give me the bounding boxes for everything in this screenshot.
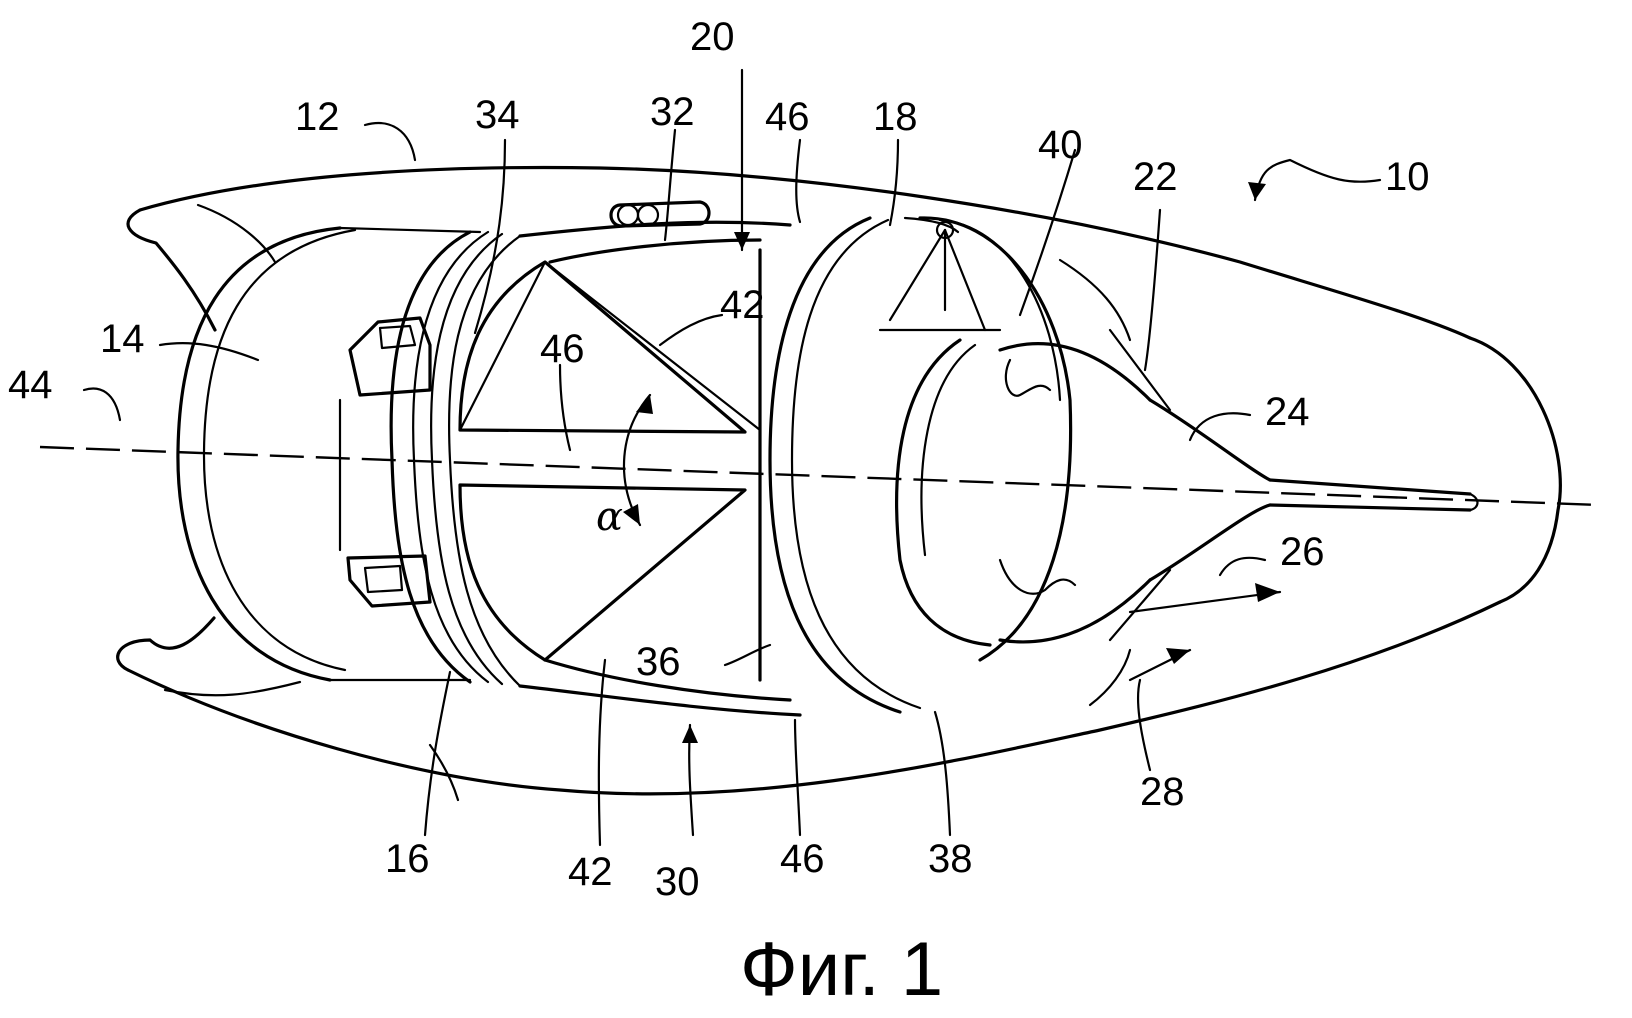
- label-46-bottom: 46: [780, 837, 825, 881]
- label-22: 22: [1133, 155, 1178, 199]
- label-14: 14: [100, 317, 145, 361]
- angle-arrow-bottom: [623, 504, 640, 525]
- figure-caption: Фиг. 1: [740, 927, 943, 1012]
- rings: [768, 216, 1073, 714]
- label-12: 12: [295, 95, 340, 139]
- label-42-lower: 42: [568, 850, 613, 894]
- label-32: 32: [650, 90, 695, 134]
- label-46-mid: 46: [540, 327, 585, 371]
- angle-arrow-top: [636, 395, 653, 414]
- label-36: 36: [636, 640, 681, 684]
- cascade-struts: [458, 248, 762, 682]
- label-24: 24: [1265, 390, 1310, 434]
- angle-alpha-label: α: [596, 494, 623, 540]
- exhaust-ring: [1058, 258, 1562, 707]
- label-28: 28: [1140, 770, 1185, 814]
- label-10: 10: [1385, 155, 1430, 199]
- label-18: 18: [873, 95, 918, 139]
- engine-axis-line: [39, 445, 1601, 507]
- label-44: 44: [8, 363, 53, 407]
- leader-lines: [82, 68, 1382, 847]
- core-struts: [878, 220, 1002, 332]
- fan-inlet: [176, 226, 482, 682]
- nacelle-outline: [116, 165, 1502, 802]
- label-46-top: 46: [765, 95, 810, 139]
- center-plug: [1108, 328, 1479, 642]
- reverser-sleeve: [518, 200, 802, 717]
- label-34: 34: [475, 93, 520, 137]
- label-20: 20: [690, 15, 735, 59]
- label-30: 30: [655, 860, 700, 904]
- label-42-upper: 42: [720, 283, 765, 327]
- label-40: 40: [1038, 123, 1083, 167]
- flow-arrows: [1128, 583, 1282, 682]
- reference-numerals: 10 12 14 16 18 20 22 24 26 28 30 32 34 3…: [8, 15, 1430, 904]
- label-38: 38: [928, 837, 973, 881]
- core-mixer: [895, 338, 1152, 647]
- actuator-boxes: [338, 316, 432, 608]
- label-16: 16: [385, 837, 430, 881]
- label-26: 26: [1280, 530, 1325, 574]
